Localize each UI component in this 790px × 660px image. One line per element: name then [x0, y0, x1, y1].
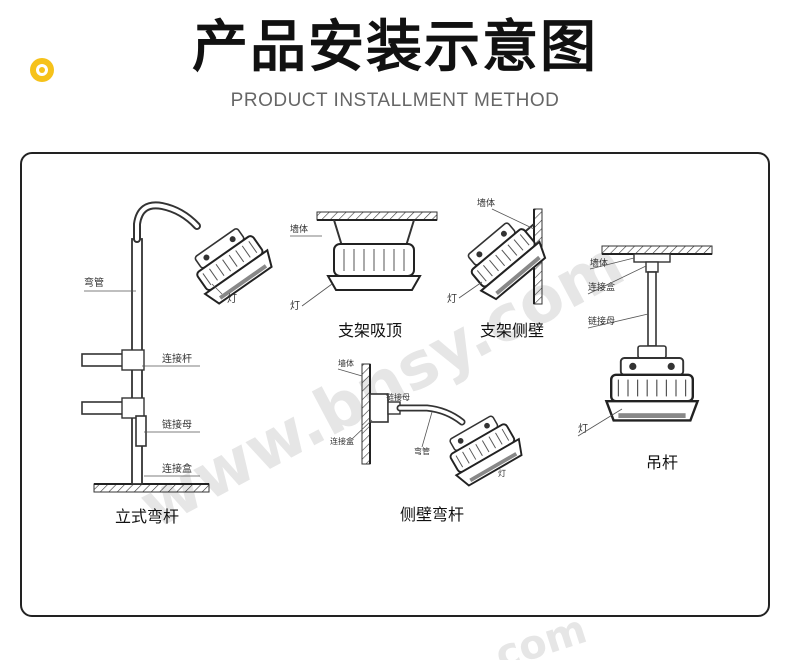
caption-pendant: 吊杆: [646, 453, 678, 472]
wall-bend-hatch: [361, 363, 371, 465]
pendant-link-nut: [645, 261, 659, 273]
caption-pole: 立式弯杆: [115, 507, 179, 526]
pendant-diagram: 墙体 连接盒 链接母 灯 吊杆: [577, 245, 713, 472]
page-title: 产品安装示意图: [192, 15, 598, 80]
label-wall-side: 墙体: [477, 197, 495, 209]
ground-hatch: [93, 483, 210, 493]
side-bracket-diagram: 墙体 灯 支架侧壁: [447, 197, 551, 340]
diagram-panel: www.bnsy.com 弯管 灯 连接杆 链接母 连接盒 立式弯杆: [20, 152, 770, 617]
label-lamp: 灯: [227, 293, 237, 305]
label-wall-bend-link-nut: 链接母: [386, 392, 410, 402]
pendant-rod: [647, 271, 657, 347]
label-wall-bend-lamp: 灯: [498, 468, 506, 478]
label-wall-bend-wall: 墙体: [338, 358, 354, 368]
label-wall-bend-junction: 连接盒: [330, 436, 354, 446]
ceiling-bracket: [333, 219, 415, 247]
pendant-lamp: [605, 356, 699, 422]
caption-wall-bend: 侧壁弯杆: [400, 505, 464, 524]
junction-box: [135, 415, 147, 447]
wall-bend-diagram: 墙体 链接母 连接盒 弯管 灯 侧壁弯杆: [330, 358, 528, 524]
label-connecting-rod: 连接杆: [162, 352, 192, 365]
watermark-footer: com: [490, 615, 593, 660]
pole-mount-diagram: 弯管 灯 连接杆 链接母 连接盒 立式弯杆: [81, 201, 278, 526]
caption-ceiling: 支架吸顶: [338, 321, 402, 340]
ceiling-mount-diagram: 墙体 灯 支架吸顶: [290, 211, 438, 340]
label-pendant-wall: 墙体: [590, 257, 608, 269]
label-bend-pipe: 弯管: [84, 276, 104, 289]
caption-side-bracket: 支架侧壁: [480, 321, 544, 340]
label-junction-box: 连接盒: [162, 462, 192, 475]
wall-bend-lamp: [438, 408, 528, 490]
ceiling-hatch: [316, 211, 438, 221]
wall-bend-pipe: [398, 406, 464, 424]
label-lamp-side: 灯: [447, 293, 457, 305]
installation-diagram: www.bnsy.com 弯管 灯 连接杆 链接母 连接盒 立式弯杆: [81, 197, 713, 544]
bend-pipe: [135, 203, 199, 241]
label-pendant-link-nut: 链接母: [588, 315, 615, 327]
label-wall-bend-pipe: 弯管: [414, 446, 430, 456]
page-subtitle: PRODUCT INSTALLMENT METHOD: [230, 90, 560, 111]
label-pendant-lamp: 灯: [578, 423, 588, 435]
pendant-ceiling-hatch: [601, 245, 713, 255]
label-link-nut: 链接母: [162, 418, 192, 431]
pendant-junction-box: [633, 253, 671, 263]
watermark-footer-text: com: [490, 615, 593, 660]
header: 产品安装示意图 PRODUCT INSTALLMENT METHOD: [0, 0, 790, 140]
circle-bullet-icon: [30, 58, 54, 82]
ceiling-lamp: [326, 275, 422, 291]
label-wall-ceiling: 墙体: [290, 223, 308, 235]
label-lamp-ceiling: 灯: [290, 300, 300, 312]
